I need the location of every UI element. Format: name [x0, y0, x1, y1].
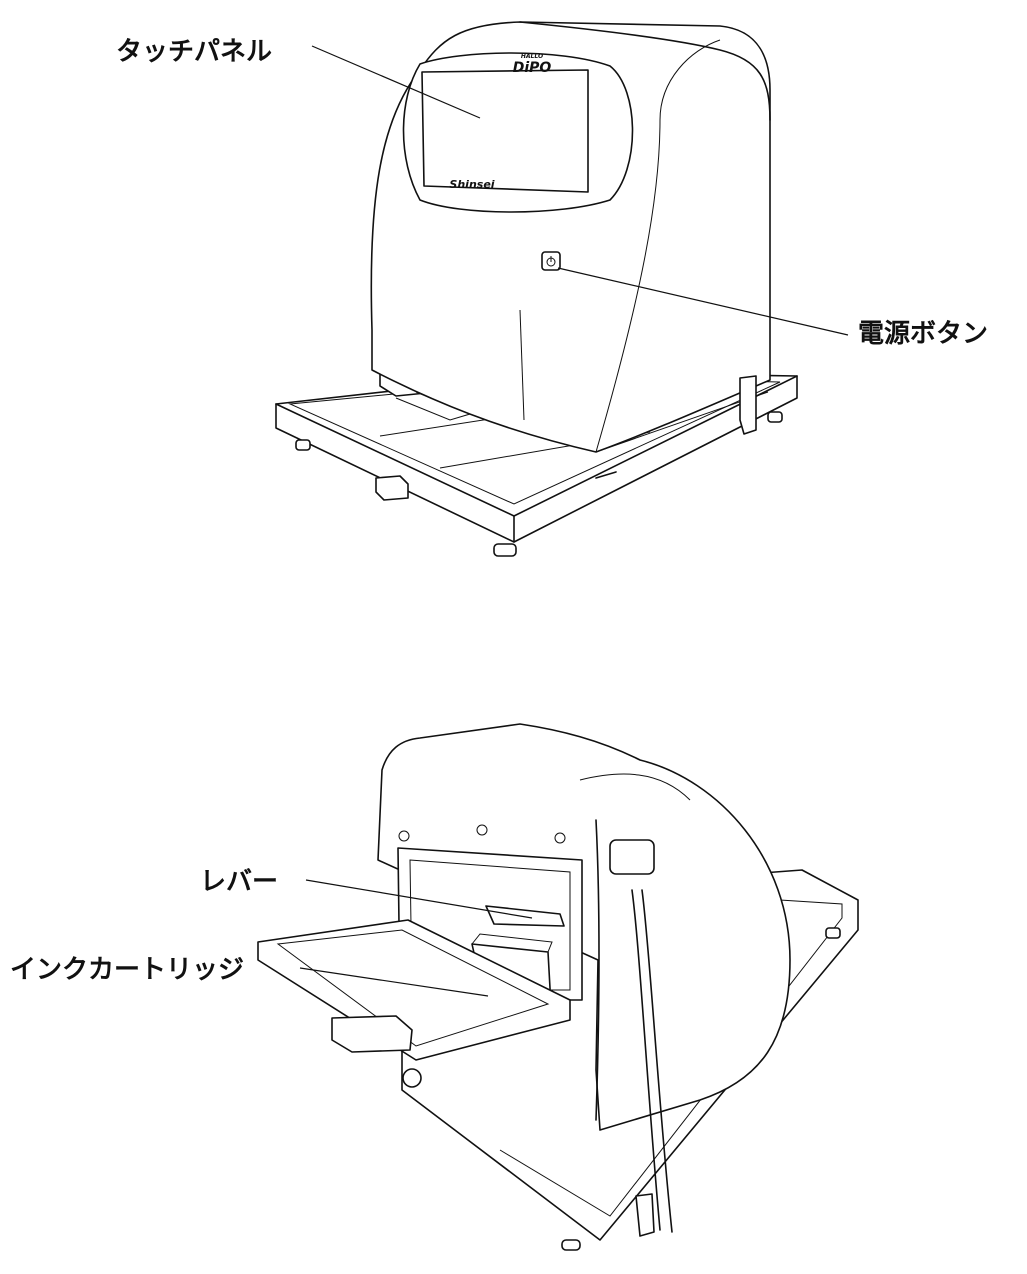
- label-touch-panel: タッチパネル: [116, 37, 272, 67]
- front-view-figure: HALLO DiPO Shinsei: [275, 21, 798, 557]
- label-power-button: 電源ボタン: [858, 319, 988, 349]
- leader-line-ink-cartridge: [299, 967, 489, 997]
- touch-panel-screen: [421, 69, 589, 193]
- callout-touch-panel: タッチパネル: [116, 37, 481, 119]
- callout-ink-cartridge: インクカートリッジ: [10, 955, 489, 997]
- power-button: [541, 251, 561, 271]
- leader-line-lever: [305, 879, 533, 919]
- leader-line-power-button: [557, 267, 849, 336]
- rear-view-figure: [257, 723, 859, 1251]
- leader-line-touch-panel: [311, 45, 481, 119]
- front-device-body: [370, 21, 771, 453]
- lever-part: [485, 905, 565, 927]
- label-lever: レバー: [200, 867, 278, 897]
- brand-dipo-text: DiPO: [513, 60, 552, 76]
- rear-device-body: [257, 723, 791, 1237]
- label-ink-cartridge: インクカートリッジ: [10, 955, 244, 985]
- brand-shinsei-text: Shinsei: [449, 178, 494, 191]
- callout-lever: レバー: [200, 867, 533, 919]
- callout-power-button: 電源ボタン: [557, 267, 988, 349]
- brand-hallo-text: HALLO: [521, 53, 543, 60]
